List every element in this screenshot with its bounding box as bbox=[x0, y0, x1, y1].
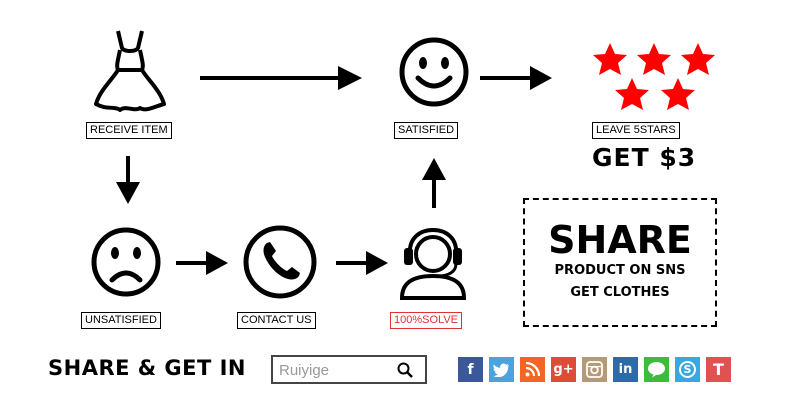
node-label-unsatisfied: UNSATISFIED bbox=[81, 312, 161, 329]
node-label-contact-us: CONTACT US bbox=[237, 312, 316, 329]
search-input[interactable] bbox=[279, 360, 389, 380]
support-agent-icon bbox=[396, 226, 470, 300]
reward-text: GET $3 bbox=[592, 143, 697, 172]
arrow-down bbox=[114, 156, 142, 206]
twitter-icon[interactable] bbox=[489, 357, 514, 382]
tumblr-icon[interactable]: T bbox=[706, 357, 731, 382]
sad-face-icon bbox=[90, 226, 162, 298]
search-icon[interactable] bbox=[397, 362, 413, 383]
share-title: SHARE bbox=[548, 218, 692, 262]
node-label-satisfied: SATISFIED bbox=[394, 122, 459, 139]
five-stars-icon bbox=[590, 40, 720, 114]
linkedin-icon[interactable]: in bbox=[613, 357, 638, 382]
instagram-icon[interactable] bbox=[582, 357, 607, 382]
rss-icon[interactable] bbox=[520, 357, 545, 382]
share-line-product: PRODUCT ON SNS bbox=[554, 263, 686, 278]
node-label-leave-5stars: LEAVE 5STARS bbox=[592, 122, 680, 139]
smile-face-icon bbox=[398, 36, 470, 108]
facebook-icon[interactable]: f bbox=[458, 357, 483, 382]
arrow-up bbox=[420, 156, 448, 208]
share-promo-box: SHARE PRODUCT ON SNS GET CLOTHES bbox=[523, 198, 717, 327]
social-icons: f g+ in S T bbox=[458, 357, 731, 382]
node-label-100-solve: 100%SOLVE bbox=[390, 312, 463, 329]
share-line-clothes: GET CLOTHES bbox=[570, 285, 670, 300]
phone-icon bbox=[242, 224, 318, 300]
line-icon[interactable] bbox=[644, 357, 669, 382]
arrow-right bbox=[336, 250, 390, 276]
googleplus-icon[interactable]: g+ bbox=[551, 357, 576, 382]
dress-icon bbox=[92, 28, 168, 114]
skype-icon[interactable]: S bbox=[675, 357, 700, 382]
arrow-right bbox=[480, 64, 554, 92]
node-label-receive-item: RECEIVE ITEM bbox=[86, 122, 172, 139]
search-box bbox=[271, 355, 427, 384]
footer-title: SHARE & GET IN bbox=[48, 356, 247, 380]
arrow-right bbox=[176, 250, 230, 276]
arrow-right bbox=[200, 64, 364, 92]
